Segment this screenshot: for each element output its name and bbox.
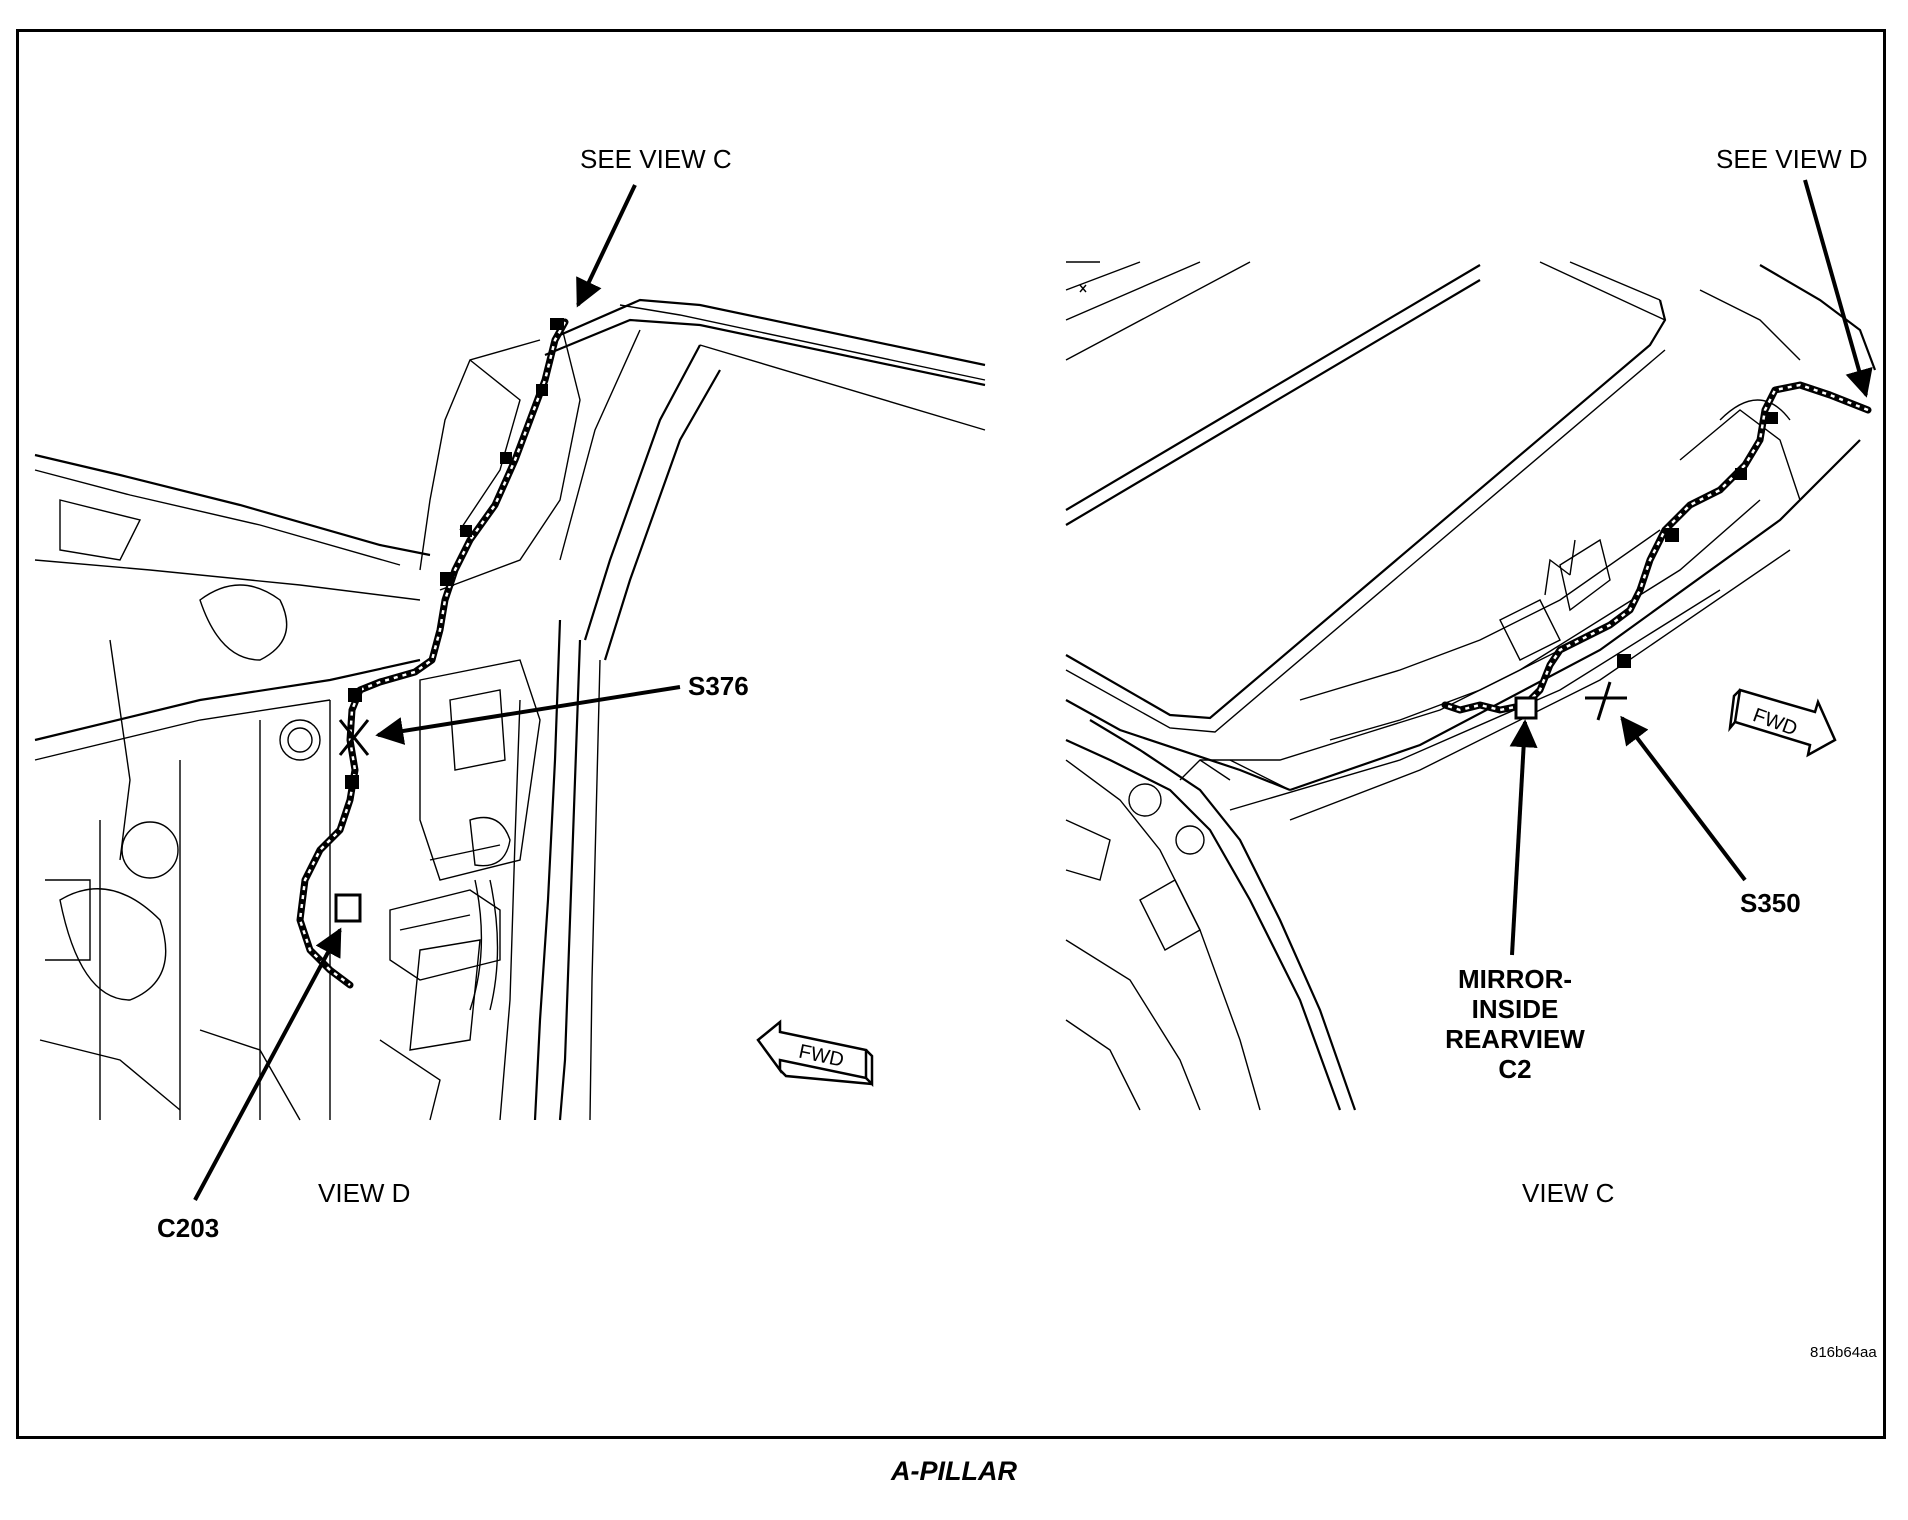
leader-s376 [375,685,681,745]
view-d-label: VIEW D [318,1178,411,1208]
leader-see-view-d [1803,179,1873,398]
s350-label: S350 [1740,888,1801,918]
view-d-illustration: FWD [34,184,986,1201]
mirror-label-line-3: REARVIEW [1445,1023,1585,1054]
see-view-c-label: SEE VIEW C [580,144,732,174]
mirror-inside-rearview-c2-label: MIRROR- INSIDE REARVIEW C2 [1425,964,1605,1085]
figure-caption: A-PILLAR [891,1456,1017,1486]
view-c-label: VIEW C [1522,1178,1615,1208]
diagram-frame [16,29,1886,1439]
see-view-d-label: SEE VIEW D [1716,144,1868,174]
fwd-arrow-right: FWD [1728,688,1837,758]
mirror-label-line-1: MIRROR- [1457,964,1573,994]
reference-code: 816b64aa [1810,1344,1877,1361]
s376-label: S376 [688,671,749,701]
mirror-label-line-4: C2 [1498,1053,1532,1084]
leader-c203 [193,927,342,1201]
c203-label: C203 [157,1213,220,1243]
fwd-arrow-left: FWD [756,1019,874,1088]
leader-s350 [1620,715,1747,882]
mirror-label-line-2: INSIDE [1471,993,1559,1024]
view-c-illustration: FWD [1065,179,1877,1111]
leader-see-view-c [576,184,637,308]
leader-mirror-c2 [1509,719,1538,956]
